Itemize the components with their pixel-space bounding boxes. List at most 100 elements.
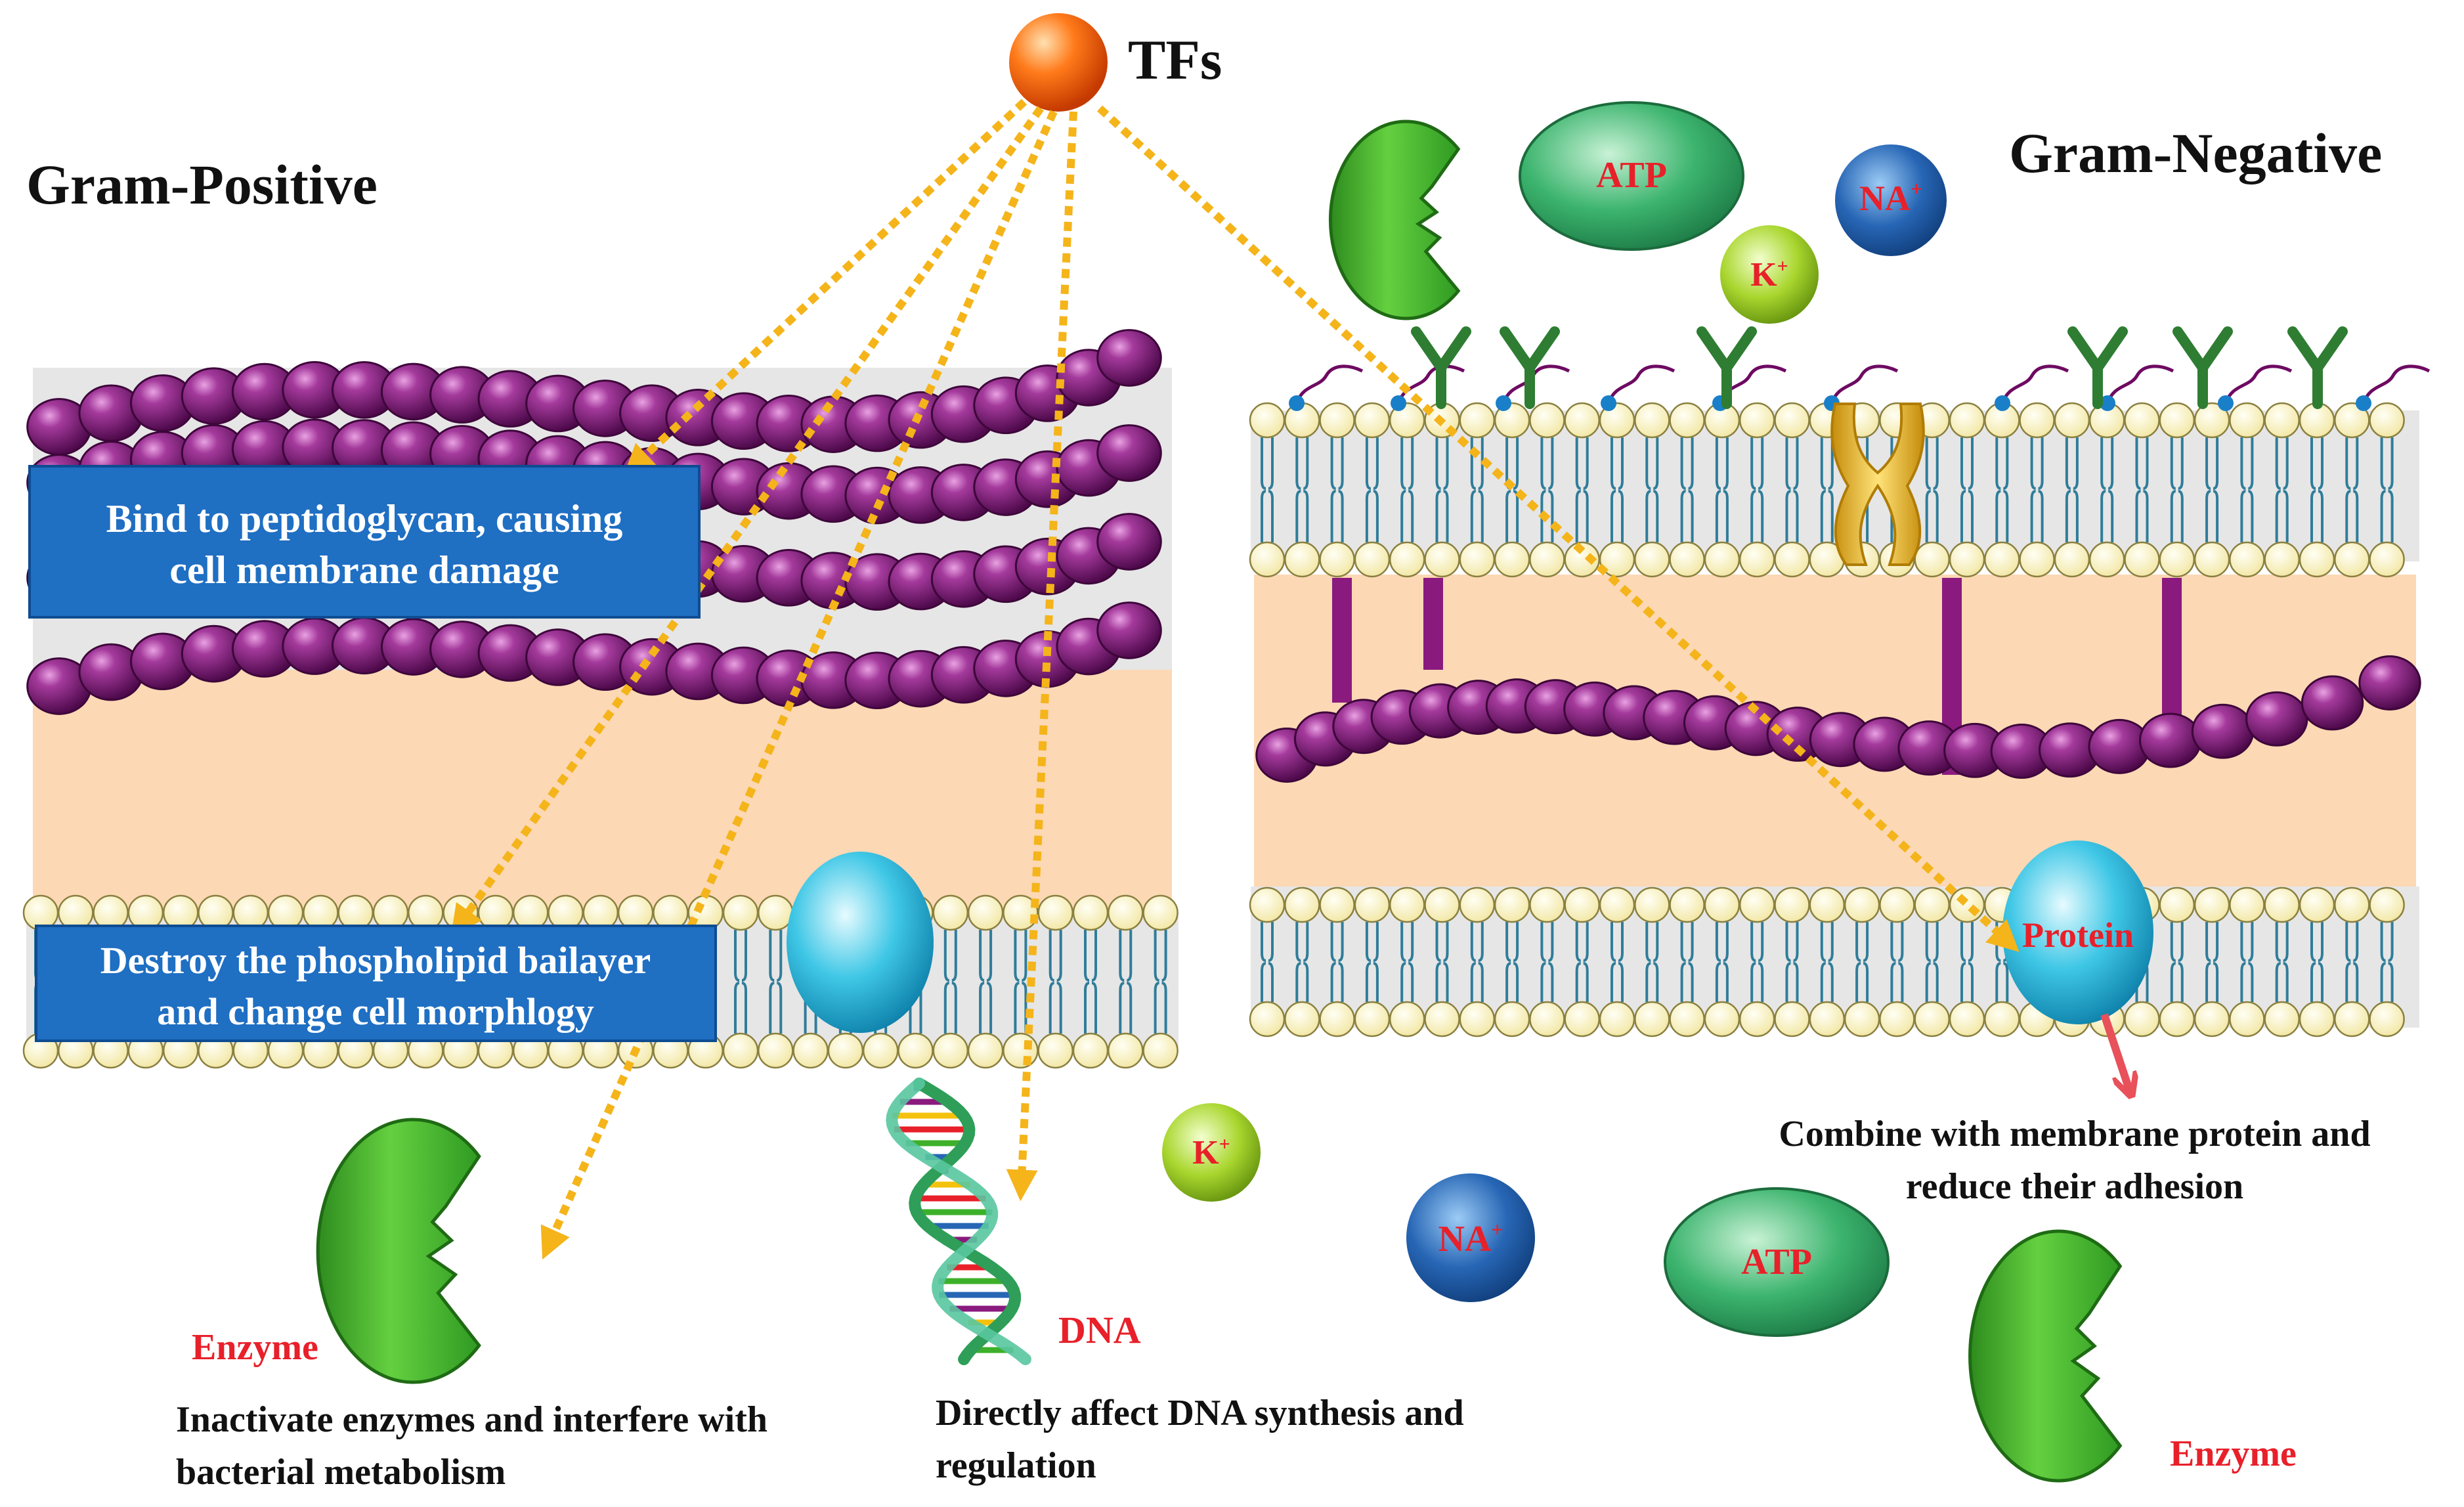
lipid-head [2264,886,2300,923]
lipid-tail [1750,922,1764,962]
lipid-head [1774,402,1810,439]
lipid-tail [1575,437,1589,490]
lipid-tail [2170,922,2184,962]
lipid-tail [1330,962,1344,1002]
lipid-head [2019,402,2055,439]
caption-protein-line1: Combine with membrane protein and [1779,1114,2370,1154]
lipid-head [2194,541,2230,578]
lipid-tail [1261,490,1274,542]
lipid-tail [1820,962,1834,1002]
lipid-tail [2310,437,2324,490]
lipid-head [758,1032,794,1069]
lipid-tail [1680,437,1694,490]
lipid-tail [1715,922,1729,962]
na-bottom-label: NA+ [1438,1217,1503,1259]
lipid-head [1319,402,1355,439]
lipid-head [1037,1032,1073,1069]
lipid-head [1494,541,1530,578]
lipid-head [1599,886,1635,923]
lipid-tail [2380,922,2394,962]
lipid-head [1354,1001,1391,1037]
receptor-y [2067,326,2128,409]
lipid-head [1669,402,1705,439]
lps-bead [2100,395,2115,411]
na-ion-bottom [1406,1173,1535,1302]
lipid-tail [1610,922,1624,962]
lipid-tail [1925,922,1939,962]
lipid-head [1634,402,1670,439]
gn-chain-beads [1255,655,2421,783]
lipid-head [1774,541,1810,578]
lipid-head [1914,886,1950,923]
enzyme-shape [1968,1229,2123,1483]
lipid-tail [1505,962,1519,1002]
atp-top [1519,101,1744,251]
receptor-y [1500,326,1560,409]
lipid-head [1494,886,1530,923]
lipid-tail [1645,490,1659,542]
enzyme-left-label: Enzyme [192,1327,318,1368]
gram-positive-title: Gram-Positive [26,153,378,216]
lipid-tail [1855,962,1869,1002]
lipid-head [1037,894,1073,931]
lipid-tail [1435,437,1449,490]
arrow-to-dna [1006,111,1077,1202]
lipid-head [1739,886,1775,923]
lipid-tail [1785,490,1799,542]
peptidoglycan-bead [1096,424,1162,482]
atp-top-label: ATP [1596,155,1667,196]
lipid-tail [1048,982,1062,1034]
enzyme-bottom-left [316,1118,481,1384]
lipid-tail [1785,962,1799,1002]
lipid-head [2124,541,2160,578]
lipid-tail [1715,437,1729,490]
lipid-head [1739,541,1775,578]
lipid-head [1249,402,1286,439]
lipid-tail [2310,922,2324,962]
lipid-head [1739,1001,1775,1037]
lipid-tail [1295,437,1309,490]
lipid-head [2369,886,2405,923]
lipid-head [1984,541,2020,578]
lipid-head [897,1032,934,1069]
lipid-head [1459,541,1496,578]
lipid-head [1354,886,1391,923]
lipid-head [967,894,1004,931]
lipid-head [2334,1001,2370,1037]
arrow-to-protein [1096,105,2020,952]
lipid-head [1319,541,1355,578]
lipid-head [1634,1001,1670,1037]
atp-bottom [1664,1187,1890,1337]
caption-protein-line2: reduce their adhesion [1906,1166,2243,1207]
enzyme-bottom-right [1968,1229,2123,1483]
box-destroy-bilayer: Destroy the phospholipid bailayer and ch… [35,925,717,1042]
lipid-tail [1048,930,1062,982]
lps-strand [1830,364,1899,404]
lps-strand [1502,364,1570,404]
lipid-tail [1014,982,1027,1034]
lipid-tail [1820,922,1834,962]
lipid-tail [2205,922,2219,962]
lps-bead [2356,395,2371,411]
lipid-tail [1154,930,1167,982]
lipid-head [1564,541,1600,578]
lipid-tail [1084,982,1097,1034]
lipid-tail [1925,437,1939,490]
lipid-head [2299,886,2335,923]
lipid-head [1249,541,1286,578]
lipid-head [2229,886,2265,923]
lipid-head [1564,402,1600,439]
lipid-tail [2345,437,2359,490]
lipid-tail [2240,437,2254,490]
lipid-tail [1995,490,2009,542]
lipid-head [1774,886,1810,923]
dna-label: DNA [1058,1309,1141,1351]
gram-negative-envelope [1249,326,2431,1037]
lipid-head [2334,886,2370,923]
lipid-tail [1540,962,1554,1002]
lipid-head [1459,402,1496,439]
lipid-head [2264,402,2300,439]
lipid-head [1529,541,1565,578]
lipid-tail [2310,962,2324,1002]
enzyme-shape [1329,120,1461,320]
